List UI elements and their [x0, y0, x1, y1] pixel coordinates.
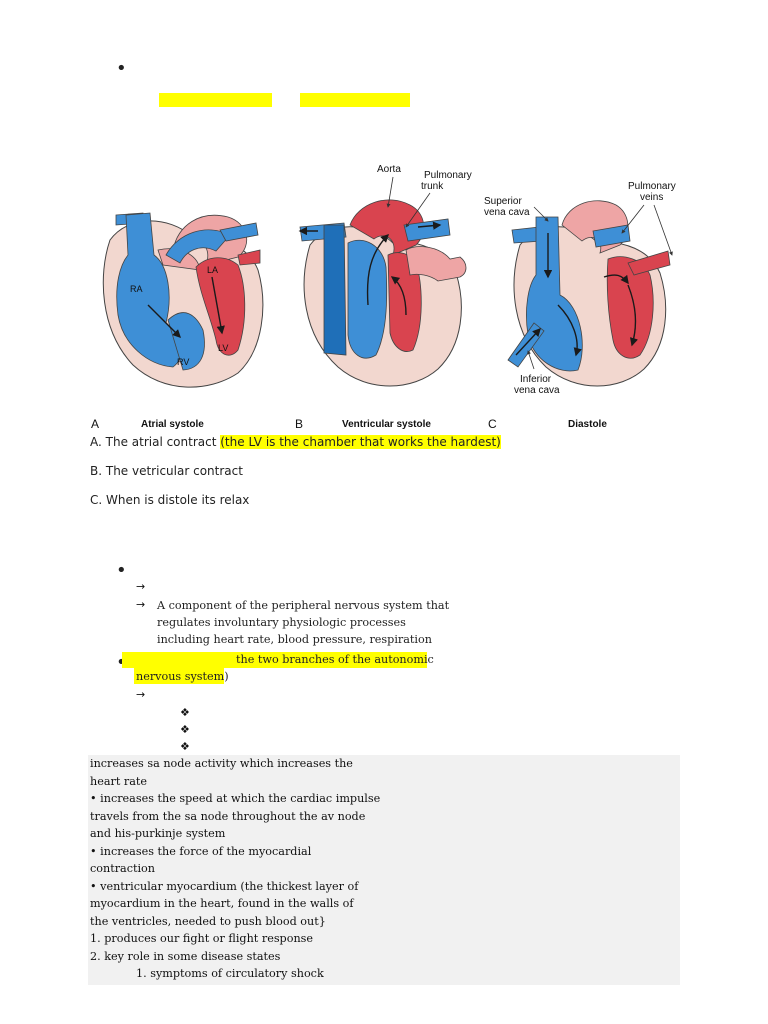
- box-line-12: 2. key role in some disease states: [90, 949, 281, 963]
- note-a: A. The atrial contract (the LV is the ch…: [90, 434, 501, 451]
- panel-title-c: Diastole: [568, 419, 607, 430]
- box-line-5: and his-purkinje system: [90, 827, 226, 840]
- note-b: B. The vetricular contract: [90, 464, 243, 478]
- branches-highlight-line-2: [134, 668, 224, 684]
- box-line-13: 1. symptoms of circulatory shock: [136, 967, 324, 980]
- diamond-bullet-1: ❖: [180, 706, 190, 719]
- label-la: LA: [207, 265, 218, 275]
- diamond-bullet-2: ❖: [180, 723, 190, 736]
- sympathetic-effects-box: increases sa node activity which increas…: [88, 755, 680, 985]
- panel-title-a: Atrial systole: [141, 419, 204, 430]
- box-line-2: heart rate: [90, 774, 148, 788]
- arrow-bullet-3: →: [136, 688, 146, 701]
- label-ra: RA: [130, 284, 143, 294]
- branches-line-2: nervous system): [136, 670, 229, 683]
- branches-highlight-line-1: [122, 652, 427, 668]
- panel-letter-a: A: [91, 417, 100, 431]
- box-line-3: • increases the speed at which the cardi…: [90, 792, 381, 805]
- box-line-7: contraction: [90, 862, 156, 875]
- box-line-11: 1. produces our fight or flight response: [90, 932, 314, 945]
- box-line-8: • ventricular myocardium (the thickest l…: [90, 879, 359, 893]
- panel-title-b: Ventricular systole: [342, 419, 431, 430]
- note-a-highlight: (the LV is the chamber that works the ha…: [220, 435, 501, 449]
- box-line-9: myocardium in the heart, found in the wa…: [90, 897, 354, 910]
- box-line-10: the ventricles, needed to push blood out…: [90, 914, 326, 928]
- box-line-6: • increases the force of the myocardial: [90, 844, 312, 858]
- label-lv: LV: [218, 343, 228, 353]
- branches-bullet: •: [116, 654, 127, 672]
- arrow-bullet-2: →: [136, 598, 146, 611]
- highlight-bar-left: [159, 93, 272, 107]
- arrow-bullet-1: →: [136, 580, 146, 593]
- ans-definition-line-3: including heart rate, blood pressure, re…: [157, 633, 432, 646]
- label-rv: RV: [177, 357, 189, 367]
- note-a-prefix: A. The atrial contract: [90, 435, 221, 449]
- branches-line-1: the two branches of the autonomic: [236, 653, 434, 666]
- panel-letter-c: C: [488, 417, 497, 431]
- box-line-1: increases sa node activity which increas…: [90, 757, 353, 770]
- ans-definition-line-1: A component of the peripheral nervous sy…: [157, 599, 450, 612]
- panel-letter-b: B: [295, 417, 304, 431]
- ans-bullet: •: [116, 560, 127, 581]
- heart-diagram-a: RA LA RV LV: [102, 212, 264, 388]
- diamond-bullet-3: ❖: [180, 740, 190, 753]
- box-line-4: travels from the sa node throughout the …: [90, 809, 366, 823]
- note-c: C. When is distole its relax: [90, 493, 250, 507]
- highlight-bar-right: [300, 93, 410, 107]
- top-bullet: •: [116, 58, 127, 79]
- ans-definition-line-2: regulates involuntary physiologic proces…: [157, 616, 406, 629]
- label-aorta: Aorta: [377, 164, 401, 175]
